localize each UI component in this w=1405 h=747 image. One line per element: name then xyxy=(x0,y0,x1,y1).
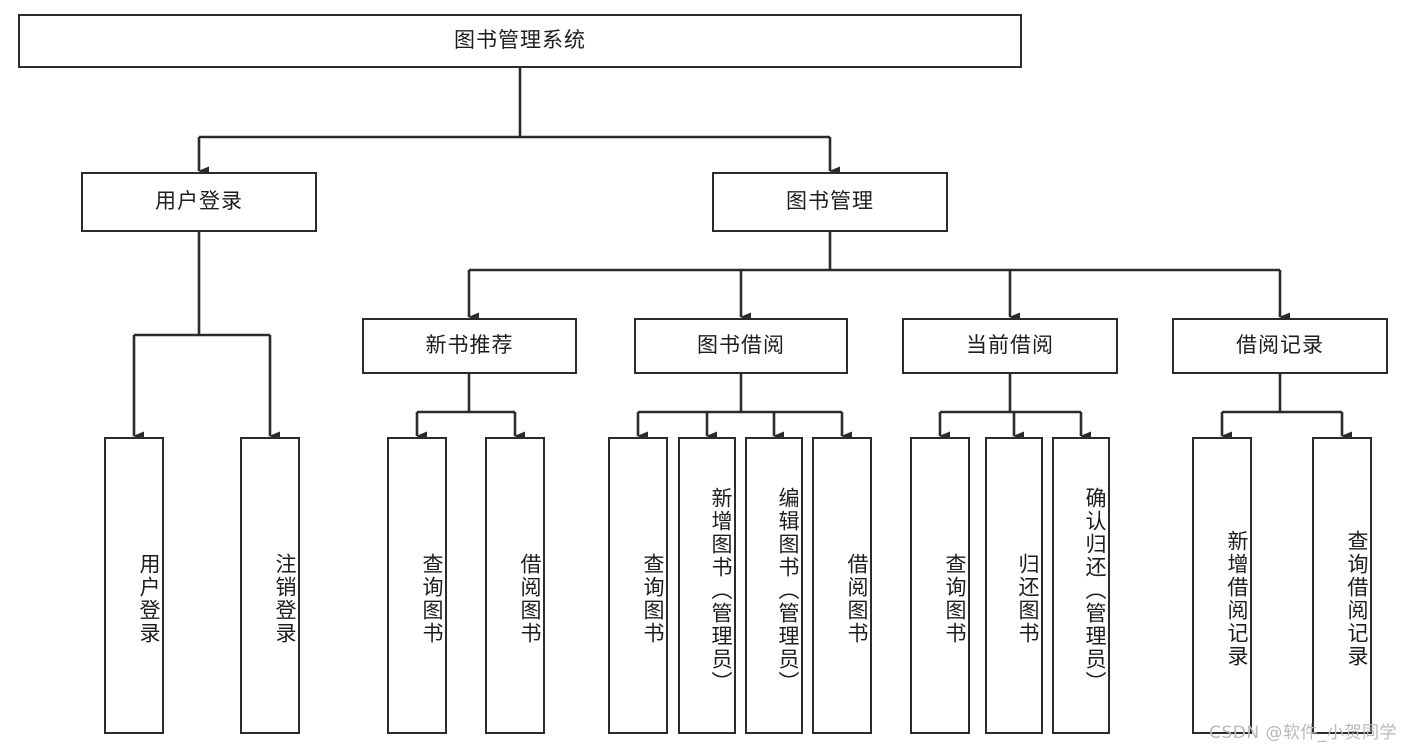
node-leaf-return-book[interactable]: 归还图书 xyxy=(985,437,1043,734)
node-leaf-add-borrow-record[interactable]: 新增借阅记录 xyxy=(1192,437,1252,734)
node-leaf-edit-book-admin[interactable]: 编辑图书（管理员） xyxy=(745,437,803,734)
node-book-management[interactable]: 图书管理 xyxy=(712,172,948,232)
node-user-login[interactable]: 用户登录 xyxy=(81,172,317,232)
node-leaf-user-login[interactable]: 用户登录 xyxy=(104,437,164,734)
node-label: 新增图书（管理员） xyxy=(709,487,733,694)
node-root-system[interactable]: 图书管理系统 xyxy=(18,14,1022,68)
node-label: 查询图书 xyxy=(641,552,665,645)
node-leaf-query-book-new[interactable]: 查询图书 xyxy=(387,437,447,734)
node-label: 编辑图书（管理员） xyxy=(776,487,800,694)
node-label: 新增借阅记录 xyxy=(1225,529,1249,668)
node-label: 用户登录 xyxy=(137,552,161,645)
node-label: 借阅图书 xyxy=(845,552,869,645)
node-label: 图书管理 xyxy=(786,189,874,214)
node-leaf-borrow-book-new[interactable]: 借阅图书 xyxy=(485,437,545,734)
node-label: 借阅记录 xyxy=(1236,333,1324,358)
node-label: 归还图书 xyxy=(1016,552,1040,645)
node-borrow-record[interactable]: 借阅记录 xyxy=(1172,318,1388,374)
watermark-text: CSDN @软件_小贺同学 xyxy=(1209,723,1397,743)
node-leaf-query-book-borrow[interactable]: 查询图书 xyxy=(608,437,668,734)
node-label: 查询图书 xyxy=(943,552,967,645)
node-leaf-confirm-return-admin[interactable]: 确认归还（管理员） xyxy=(1052,437,1110,734)
node-label: 查询借阅记录 xyxy=(1345,529,1369,668)
node-leaf-query-borrow-record[interactable]: 查询借阅记录 xyxy=(1312,437,1372,734)
node-label: 确认归还（管理员） xyxy=(1083,487,1107,694)
node-current-borrow[interactable]: 当前借阅 xyxy=(902,318,1118,374)
node-leaf-add-book-admin[interactable]: 新增图书（管理员） xyxy=(678,437,736,734)
node-new-book-recommend[interactable]: 新书推荐 xyxy=(362,318,577,374)
node-label: 新书推荐 xyxy=(425,333,514,358)
node-label: 查询图书 xyxy=(420,552,444,645)
node-label: 注销登录 xyxy=(273,552,297,645)
node-label: 当前借阅 xyxy=(966,333,1054,358)
node-book-borrow[interactable]: 图书借阅 xyxy=(634,318,848,374)
node-leaf-user-logout[interactable]: 注销登录 xyxy=(240,437,300,734)
node-label: 用户登录 xyxy=(155,189,243,214)
node-leaf-query-book-current[interactable]: 查询图书 xyxy=(910,437,970,734)
node-label: 图书借阅 xyxy=(697,333,785,358)
node-leaf-borrow-book[interactable]: 借阅图书 xyxy=(812,437,872,734)
node-label: 借阅图书 xyxy=(518,552,542,645)
node-label: 图书管理系统 xyxy=(454,28,586,53)
